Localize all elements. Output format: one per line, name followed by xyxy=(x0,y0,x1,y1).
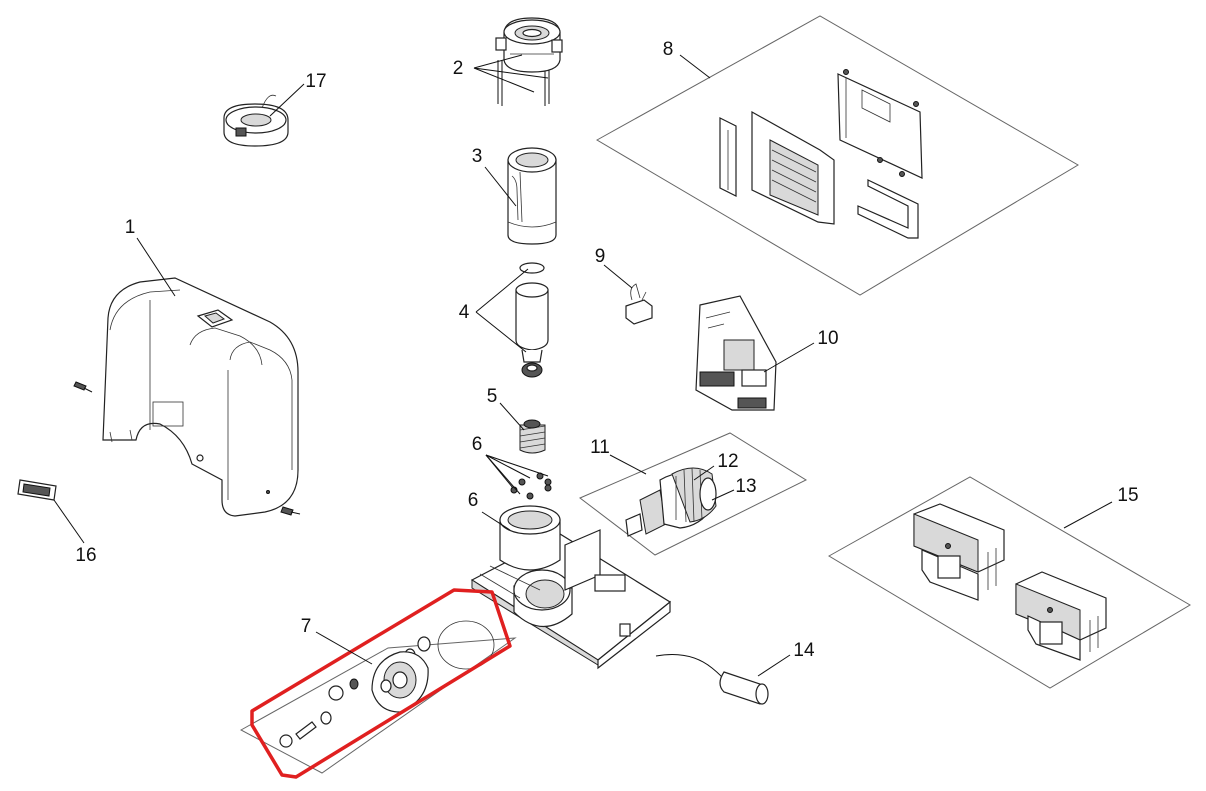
part-16-label xyxy=(17,479,57,501)
highlight-frame xyxy=(250,588,512,779)
part-14-capacitor xyxy=(655,654,769,705)
part-6-base xyxy=(470,505,672,670)
part-8-control-box xyxy=(719,69,923,239)
part-15-limit-switches xyxy=(913,503,1107,661)
part-10-pcb xyxy=(695,295,777,411)
callout-11: 11 xyxy=(590,437,610,458)
callout-10: 10 xyxy=(817,328,838,349)
part-1-cover xyxy=(102,277,299,517)
part-11-gear-assembly xyxy=(625,467,717,537)
callout-15: 15 xyxy=(1117,485,1138,506)
callout-5: 5 xyxy=(487,386,498,407)
part-7-plate xyxy=(239,637,517,774)
part-6-screws xyxy=(510,472,552,500)
part-17-ring xyxy=(223,94,289,147)
part-8-plate xyxy=(595,15,1079,296)
part-2-encoder-top xyxy=(495,17,563,106)
part-1-screw-left xyxy=(73,381,93,393)
callout-13: 13 xyxy=(735,476,756,497)
callout-8: 8 xyxy=(663,39,674,60)
callout-16: 16 xyxy=(75,545,96,566)
part-9-connector xyxy=(625,283,653,325)
callout-2: 2 xyxy=(453,58,464,79)
callout-7: 7 xyxy=(301,616,312,637)
callout-9: 9 xyxy=(595,246,606,267)
part-15-plate xyxy=(828,476,1191,689)
leader-lines xyxy=(53,54,1113,677)
callout-6-base: 6 xyxy=(468,490,479,511)
callout-12: 12 xyxy=(717,451,738,472)
callout-3: 3 xyxy=(472,146,483,167)
part-11-plate xyxy=(579,432,808,556)
callout-17: 17 xyxy=(305,71,326,92)
part-3-stator xyxy=(507,147,557,245)
part-5-worm xyxy=(519,419,546,454)
part-7-flange-kit xyxy=(279,620,495,748)
callout-6-screws: 6 xyxy=(472,434,483,455)
callout-1: 1 xyxy=(125,217,136,238)
part-1-screw-right xyxy=(280,506,301,516)
part-4-rotor xyxy=(515,262,549,378)
callout-4: 4 xyxy=(459,302,470,323)
callout-14: 14 xyxy=(793,640,815,661)
